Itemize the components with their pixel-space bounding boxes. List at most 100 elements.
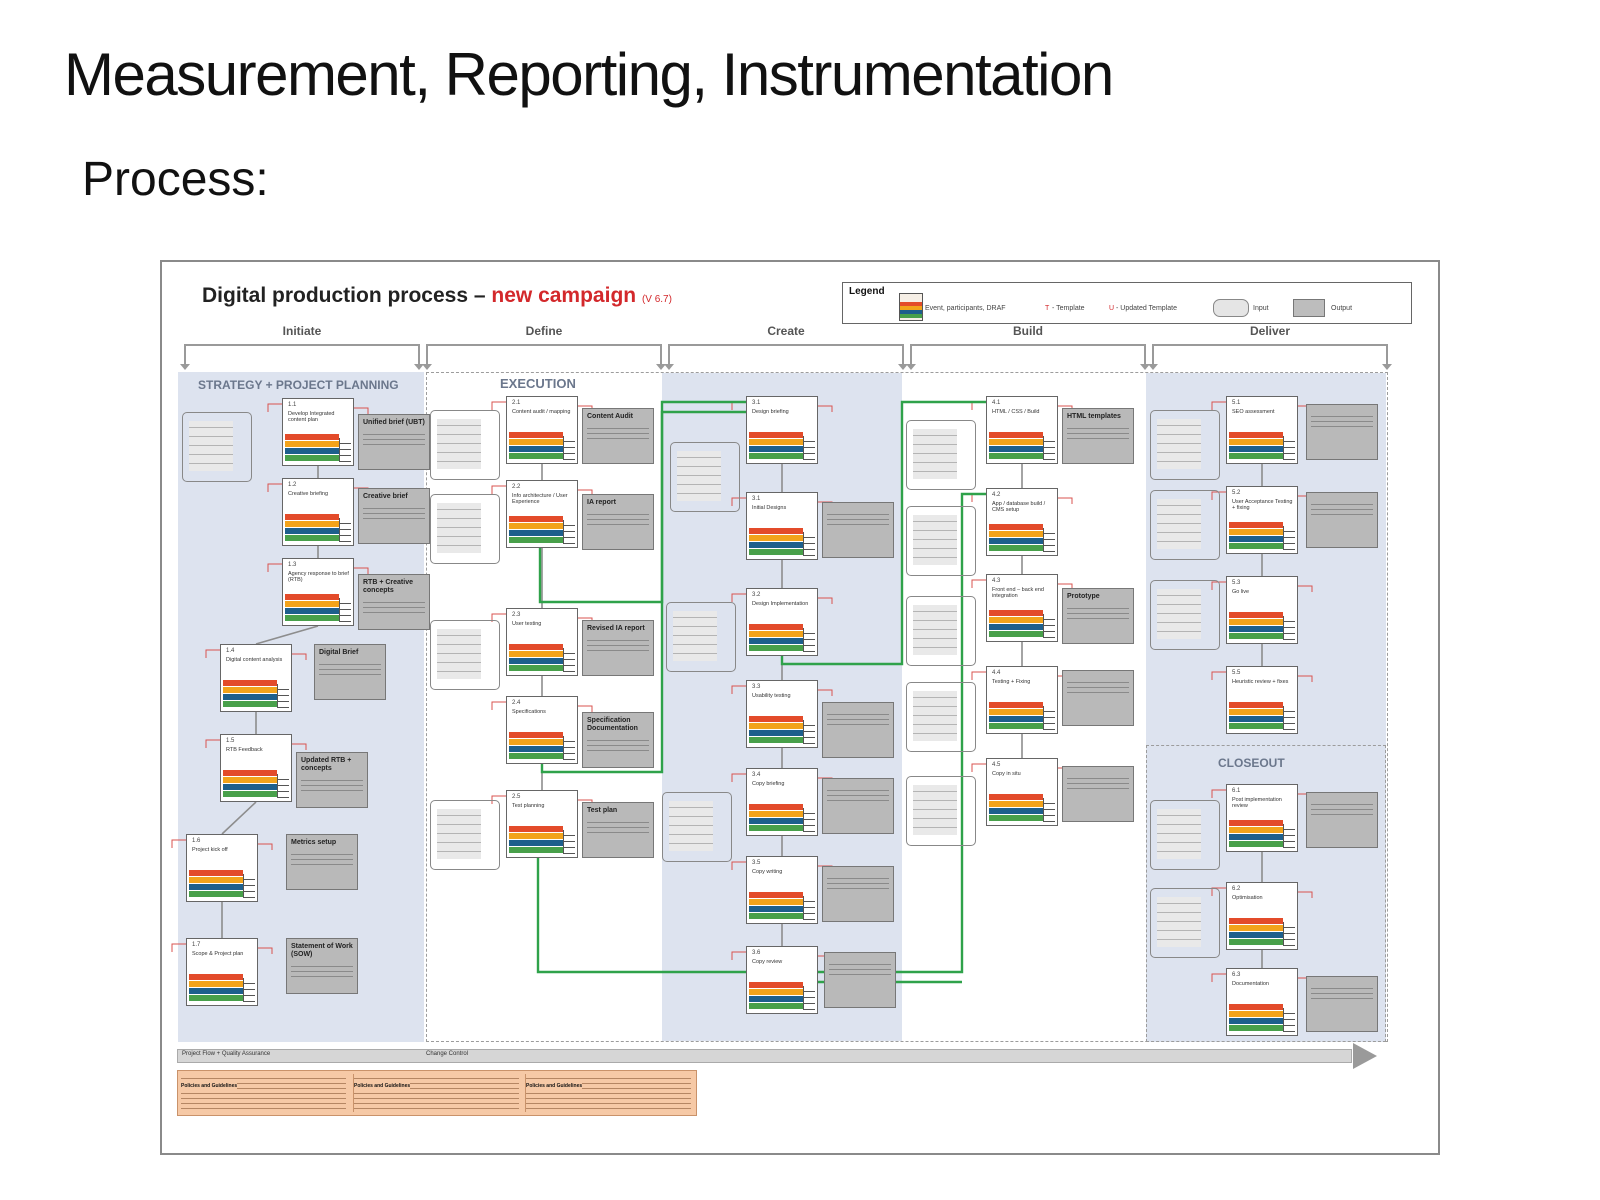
step-name: Scope & Project plan: [192, 951, 244, 957]
input-box: [430, 800, 500, 870]
input-box: [1150, 490, 1220, 560]
raci-ticks: [277, 774, 289, 798]
raci-bars: [189, 974, 243, 1002]
legend-template-mark: T: [1045, 305, 1050, 312]
output-box: RTB + Creative concepts: [358, 574, 430, 630]
step-name: Content audit / mapping: [512, 409, 571, 415]
policies-column: Policies and Guidelines: [181, 1074, 346, 1112]
input-box: [666, 602, 736, 672]
step-number: 6.3: [1232, 972, 1241, 978]
diagram-title-lead: Digital production process –: [202, 284, 492, 307]
output-box: [824, 952, 896, 1008]
step-name: SEO assessment: [1232, 409, 1275, 415]
step-name: Design briefing: [752, 409, 789, 415]
input-connector: [491, 701, 506, 710]
legend-output-swatch: [1293, 299, 1325, 317]
raci-bars: [749, 624, 803, 652]
output-box: [1062, 766, 1134, 822]
raci-bars: [223, 770, 277, 798]
input-connector: [971, 493, 986, 502]
input-box: [906, 776, 976, 846]
step-number: 5.1: [1232, 400, 1241, 406]
raci-bars: [509, 432, 563, 460]
step-name: RTB Feedback: [226, 747, 263, 753]
input-box: [906, 420, 976, 490]
raci-bars: [509, 644, 563, 672]
raci-bars: [989, 524, 1043, 552]
input-connector: [1211, 671, 1226, 680]
raci-ticks: [339, 438, 351, 462]
output-box: Statement of Work (SOW): [286, 938, 358, 994]
raci-bars: [749, 528, 803, 556]
step-connector: [221, 801, 257, 835]
input-box: [430, 410, 500, 480]
step-number: 1.2: [288, 482, 297, 488]
step-name: Initial Designs: [752, 505, 787, 511]
output-connector: [258, 843, 273, 850]
raci-bars: [1229, 702, 1283, 730]
output-box: Revised IA report: [582, 620, 654, 676]
project-flow-arrow: Project Flow + Quality Assurance Change …: [177, 1043, 1377, 1069]
green-flow-connector: [536, 492, 986, 974]
process-diagram: Digital production process – new campaig…: [160, 260, 1440, 1155]
input-box: [906, 596, 976, 666]
raci-ticks: [1043, 798, 1055, 822]
step-number: 2.5: [512, 794, 521, 800]
step-number: 3.3: [752, 684, 761, 690]
raci-bars: [285, 594, 339, 622]
output-label: RTB + Creative concepts: [363, 579, 413, 594]
output-connector: [258, 947, 273, 954]
output-connector: [1298, 675, 1313, 682]
raci-bars: [509, 516, 563, 544]
execution-label: EXECUTION: [500, 376, 576, 391]
step-name: Usability testing: [752, 693, 791, 699]
step-number: 5.3: [1232, 580, 1241, 586]
output-box: Test plan: [582, 802, 654, 858]
legend-updated-mark: U: [1109, 305, 1115, 312]
legend-output-label: Output: [1331, 305, 1353, 312]
step-name: User testing: [512, 621, 542, 627]
input-connector: [731, 685, 746, 694]
raci-bars: [749, 982, 803, 1010]
raci-bars: [989, 432, 1043, 460]
raci-ticks: [1283, 706, 1295, 730]
raci-bars: [1229, 918, 1283, 946]
raci-ticks: [243, 874, 255, 898]
strategy-label: STRATEGY + PROJECT PLANNING: [198, 378, 399, 392]
step-name: Testing + Fixing: [992, 679, 1031, 685]
step-number: 1.3: [288, 562, 297, 568]
raci-ticks: [563, 520, 575, 544]
project-flow-label: Project Flow + Quality Assurance: [182, 1051, 271, 1057]
output-label: Metrics setup: [291, 839, 337, 846]
step-number: 3.5: [752, 860, 761, 866]
phase-bracket: [422, 344, 666, 370]
output-connector: [578, 705, 593, 712]
step-number: 1.4: [226, 648, 235, 654]
step-number: 3.1: [752, 400, 761, 406]
legend-title: Legend: [849, 286, 885, 297]
raci-ticks: [1043, 706, 1055, 730]
raci-bars: [189, 870, 243, 898]
diagram-version: (V 6.7): [641, 294, 672, 305]
step-name: App / database build / CMS setup: [992, 501, 1046, 513]
legend-event-label: Event, participants, DRAF: [925, 305, 1006, 312]
output-box: [1306, 404, 1378, 460]
output-label: Statement of Work (SOW): [291, 943, 353, 958]
green-flow-connector: [540, 410, 746, 774]
output-box: [1306, 976, 1378, 1032]
step-name: Specifications: [512, 709, 546, 715]
input-connector: [205, 739, 220, 748]
raci-bars: [1229, 1004, 1283, 1032]
input-connector: [1211, 973, 1226, 982]
